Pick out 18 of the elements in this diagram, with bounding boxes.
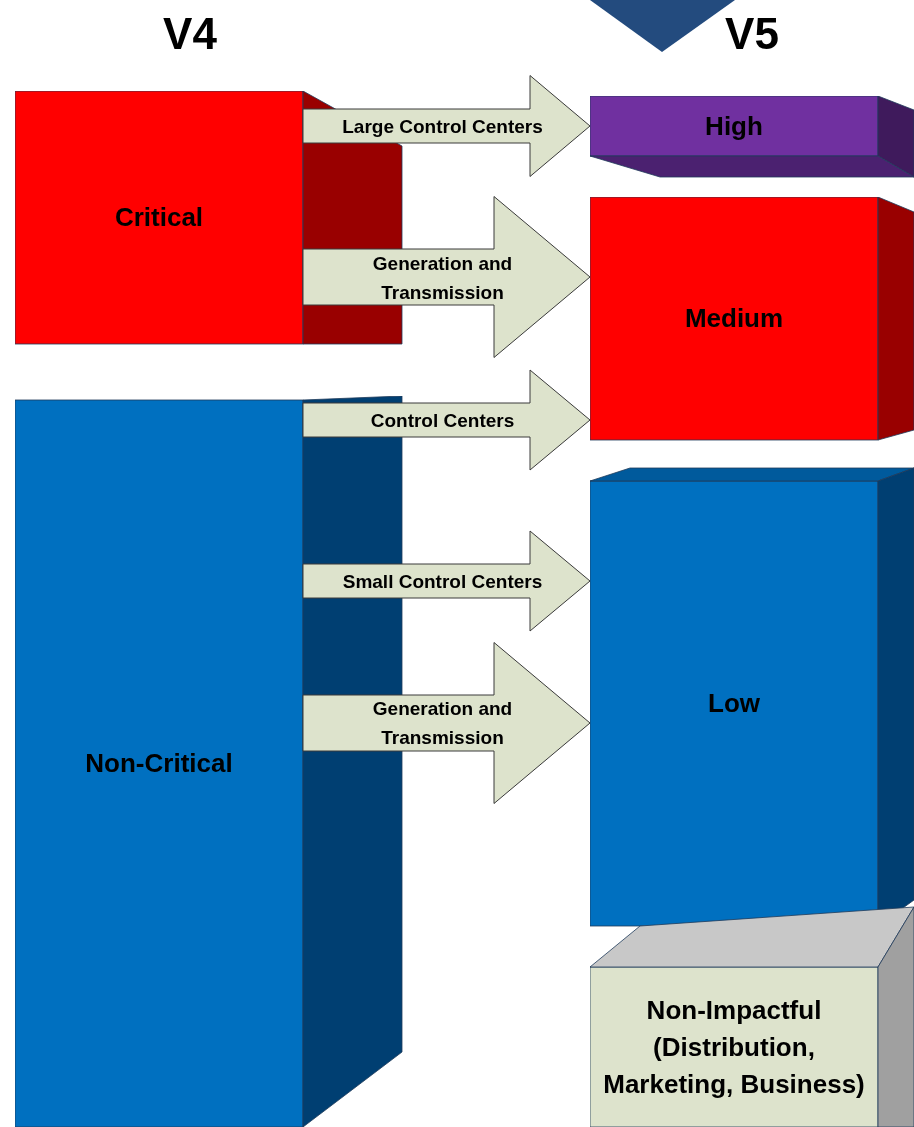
block-label: Non-Impactful (Distribution, Marketing, Business) bbox=[602, 993, 866, 1101]
column-heading: V4 bbox=[162, 8, 218, 60]
block-label: Medium bbox=[684, 302, 784, 335]
column-heading: V5 bbox=[724, 8, 780, 60]
block-arrow bbox=[302, 642, 591, 804]
block-arrow bbox=[302, 75, 591, 177]
block-label: Low bbox=[708, 687, 760, 720]
edge-label: Large Control Centers bbox=[341, 114, 544, 139]
block-label: Non-Critical bbox=[85, 747, 233, 780]
block-arrow bbox=[302, 196, 591, 358]
block-arrow bbox=[302, 530, 591, 632]
edge-label: Generation and Transmission bbox=[371, 252, 514, 305]
block-label: Critical bbox=[114, 201, 204, 234]
edge-label: Generation and Transmission bbox=[371, 697, 514, 750]
block-label: High bbox=[705, 109, 763, 143]
edge-label: Control Centers bbox=[369, 408, 516, 433]
edge-label: Small Control Centers bbox=[341, 569, 544, 594]
block-arrow bbox=[302, 369, 591, 471]
